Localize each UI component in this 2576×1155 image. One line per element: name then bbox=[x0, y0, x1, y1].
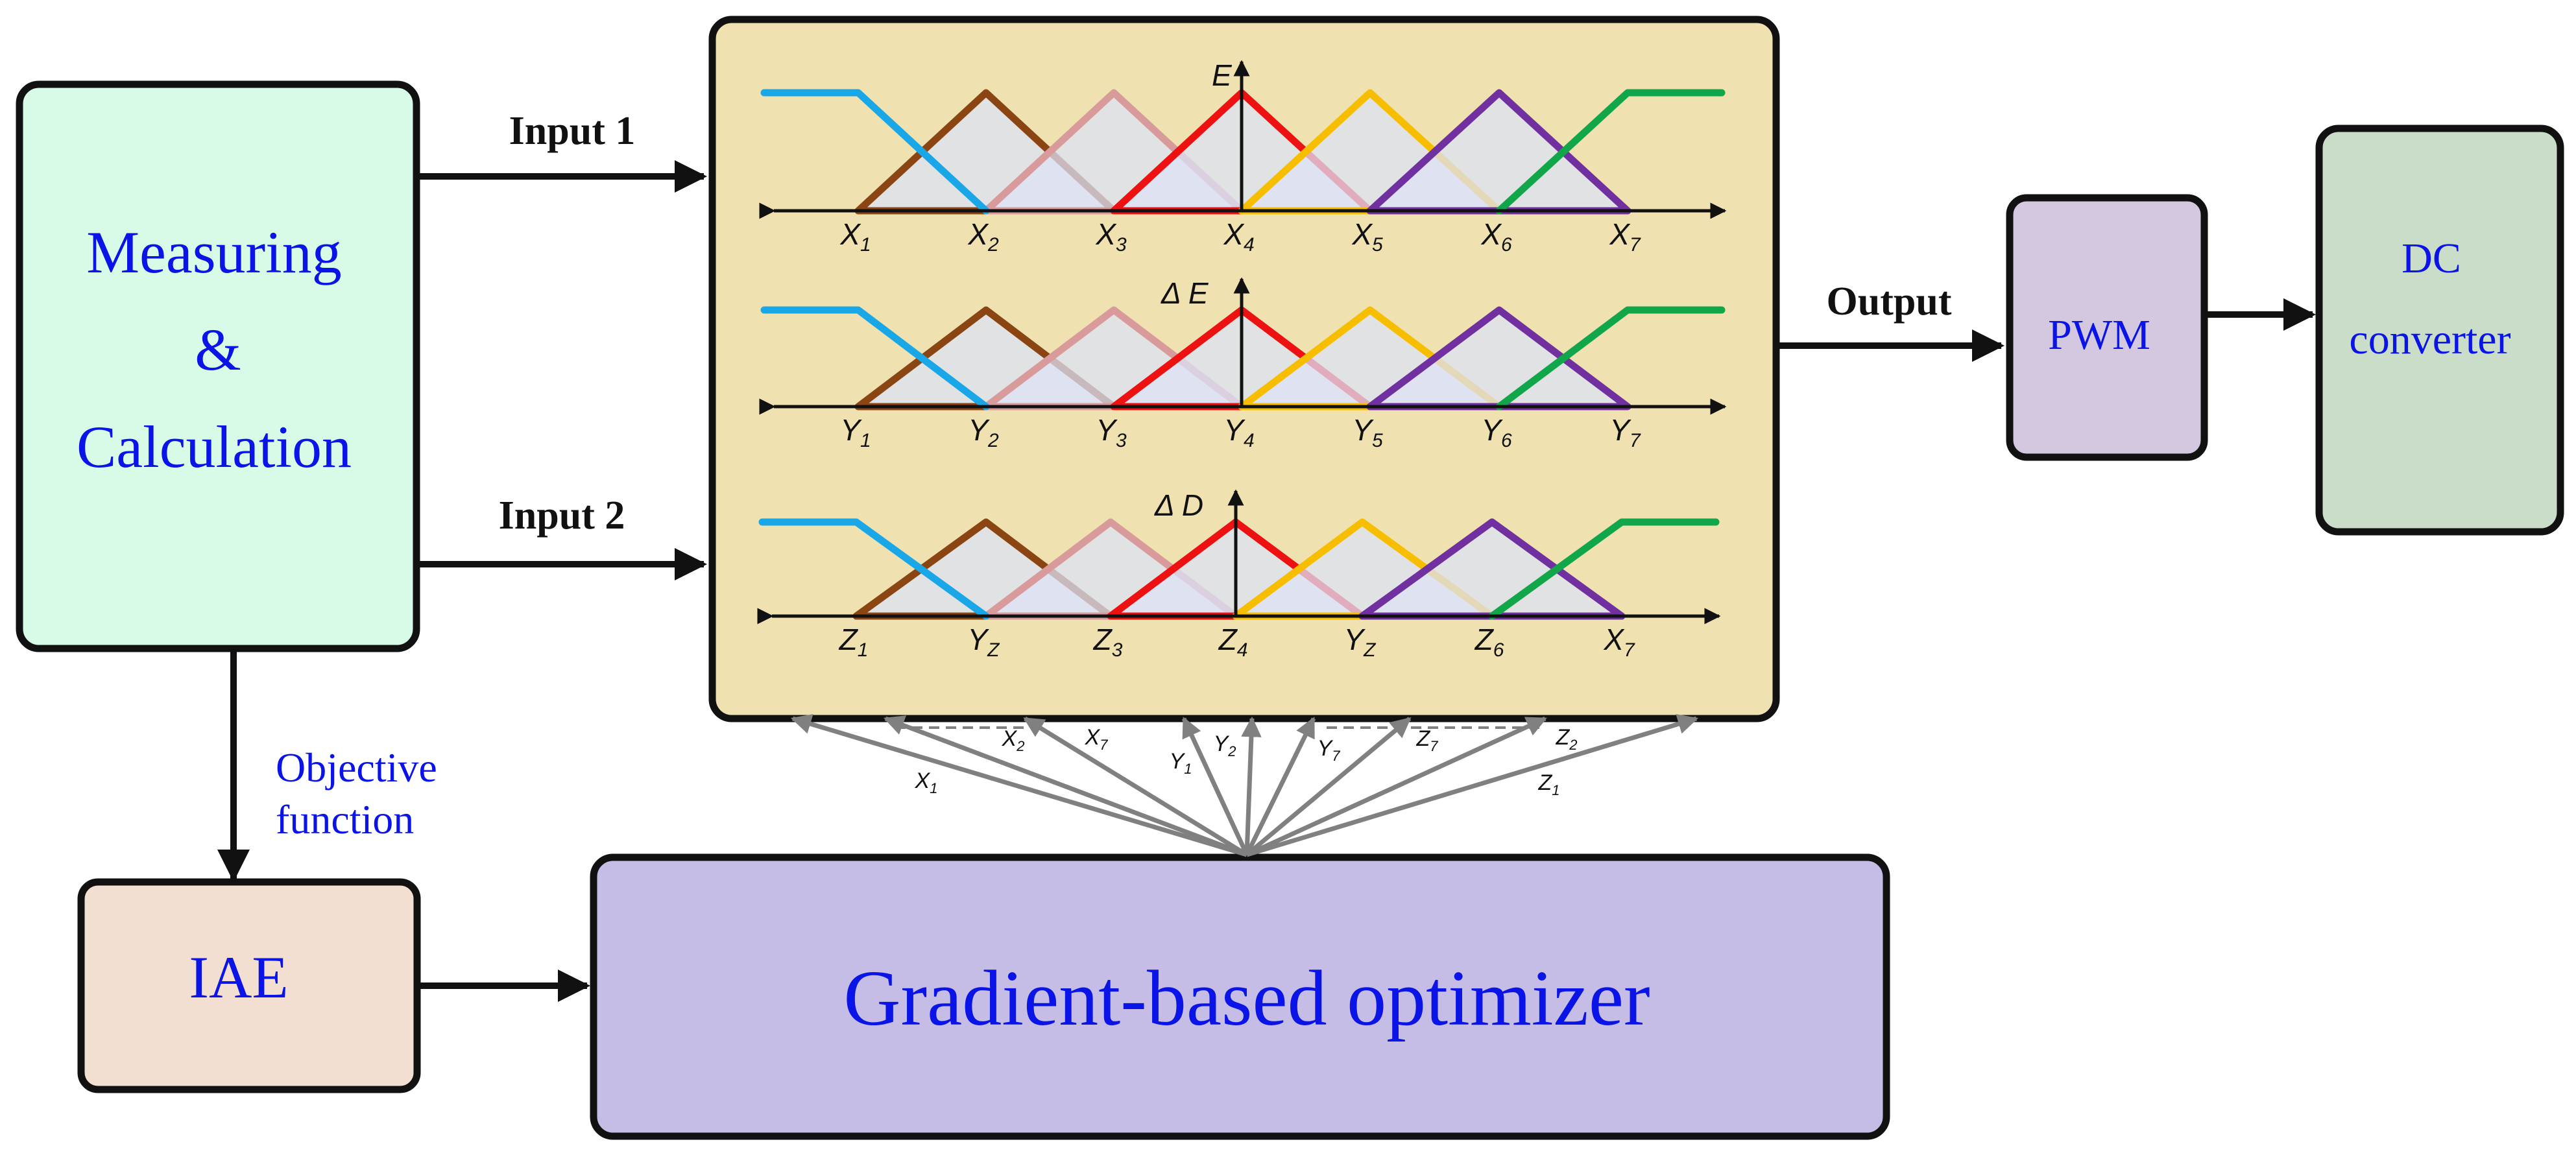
parameter-arrow bbox=[1246, 716, 1547, 857]
parameter-label: Z7 bbox=[1415, 726, 1438, 754]
converter-label: converter bbox=[2349, 316, 2510, 363]
tick-label: YZ bbox=[1343, 623, 1377, 661]
measuring-box bbox=[16, 80, 420, 652]
pwm-label: PWM bbox=[2048, 311, 2150, 359]
objective-label-line2: function bbox=[276, 796, 414, 842]
optimizer-label: Gradient-based optimizer bbox=[843, 955, 1650, 1042]
measuring-block: Measuring & Calculation bbox=[16, 80, 420, 652]
tick-label: Z3 bbox=[1093, 623, 1123, 661]
tick-label: Z6 bbox=[1475, 623, 1504, 661]
ampersand-label: & bbox=[195, 316, 241, 383]
parameter-label: Y2 bbox=[1214, 732, 1236, 759]
dc-label: DC bbox=[2401, 235, 2461, 282]
pwm-box bbox=[2006, 194, 2208, 461]
input2-label: Input 2 bbox=[499, 494, 625, 538]
axis-label: Δ E bbox=[1161, 276, 1209, 310]
output-label: Output bbox=[1827, 280, 1952, 324]
dc-converter-block: DC converter bbox=[2315, 125, 2564, 536]
tick-label: X4 bbox=[1223, 217, 1254, 256]
measuring-label: Measuring bbox=[86, 219, 341, 285]
parameter-label: X7 bbox=[1085, 725, 1109, 753]
parameter-label: Y7 bbox=[1318, 736, 1341, 764]
dc-converter-box bbox=[2315, 125, 2564, 536]
tick-label: Z1 bbox=[839, 623, 869, 661]
optimizer-box bbox=[590, 853, 1890, 1140]
membership-function-7 bbox=[1495, 306, 1726, 411]
objective-label-line1: Objective bbox=[276, 744, 437, 791]
tick-label: Y5 bbox=[1352, 413, 1383, 451]
parameter-arrow bbox=[1023, 717, 1248, 857]
tick-label: Y2 bbox=[968, 413, 999, 451]
iae-box bbox=[77, 878, 421, 1093]
parameter-label: X1 bbox=[915, 768, 938, 796]
tick-label: YZ bbox=[967, 623, 1000, 661]
tick-label: Y6 bbox=[1481, 413, 1512, 451]
membership-plot-1: E X1 X2 X3 X4 X5 X6 X7 bbox=[759, 58, 1727, 256]
optimizer-block: Gradient-based optimizer bbox=[590, 853, 1890, 1140]
calculation-label: Calculation bbox=[77, 414, 352, 480]
membership-plot-3: Δ D Z1 YZ Z3 Z4 YZ Z6 X7 bbox=[757, 488, 1721, 661]
parameter-label: Y1 bbox=[1170, 749, 1192, 777]
iae-label: IAE bbox=[189, 944, 288, 1010]
membership-function-1 bbox=[758, 518, 990, 620]
tick-label: Y3 bbox=[1096, 413, 1127, 451]
membership-function-7 bbox=[1495, 89, 1726, 215]
tick-label: Z4 bbox=[1218, 623, 1248, 661]
membership-function-1 bbox=[760, 89, 990, 215]
axis-label: E bbox=[1212, 58, 1233, 92]
parameter-label: X2 bbox=[1002, 726, 1025, 754]
parameter-label: Z2 bbox=[1555, 725, 1577, 753]
parameter-arrow bbox=[790, 714, 1248, 857]
tick-label: X2 bbox=[967, 217, 999, 256]
tick-label: X7 bbox=[1609, 217, 1641, 256]
parameter-arrow bbox=[884, 715, 1248, 857]
membership-function-7 bbox=[1488, 518, 1720, 620]
parameter-arrow bbox=[1246, 714, 1699, 857]
parameter-arrow bbox=[1181, 717, 1249, 856]
pwm-block: PWM bbox=[2006, 194, 2208, 461]
parameter-arrow bbox=[1244, 717, 1316, 856]
membership-function-1 bbox=[760, 306, 990, 411]
tick-label: X5 bbox=[1351, 217, 1383, 256]
tick-label: X3 bbox=[1095, 217, 1127, 256]
tick-label: Y1 bbox=[840, 413, 871, 451]
axis-label: Δ D bbox=[1154, 488, 1203, 522]
parameter-arrow bbox=[1245, 717, 1412, 857]
tick-label: Y4 bbox=[1223, 413, 1254, 451]
iae-block: IAE bbox=[77, 878, 421, 1093]
parameter-label: Z1 bbox=[1537, 770, 1559, 798]
input1-label: Input 1 bbox=[509, 109, 636, 153]
tick-label: Y7 bbox=[1609, 413, 1641, 451]
tick-label: X1 bbox=[839, 217, 871, 256]
parameter-arrow bbox=[1241, 716, 1262, 855]
membership-plot-2: Δ E Y1 Y2 Y3 Y4 Y5 Y6 Y7 bbox=[759, 276, 1727, 451]
tick-label: X6 bbox=[1480, 217, 1512, 256]
tick-label: X7 bbox=[1603, 623, 1635, 661]
